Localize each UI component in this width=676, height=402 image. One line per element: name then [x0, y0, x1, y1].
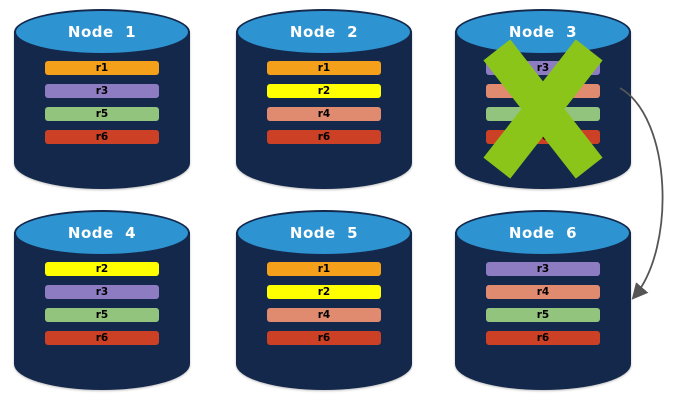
replica-row[interactable]: r5	[45, 107, 159, 121]
replica-row[interactable]: r6	[486, 331, 600, 345]
replica-row[interactable]: r1	[267, 61, 381, 75]
replica-row[interactable]: r6	[267, 331, 381, 345]
cylinder-top-ellipse	[14, 210, 190, 256]
replica-row[interactable]: r4	[267, 308, 381, 322]
replica-row-list: r3 r4 r5 r6	[486, 262, 600, 354]
replica-row[interactable]: r5	[486, 308, 600, 322]
node-cylinder-3[interactable]: Node 3 r3 r4 r5 r6	[455, 9, 631, 189]
replica-row[interactable]: r3	[45, 84, 159, 98]
replica-row[interactable]: r2	[267, 285, 381, 299]
replica-row[interactable]: r6	[486, 130, 600, 144]
cylinder-top-ellipse	[236, 9, 412, 55]
node-label: Node 6	[508, 224, 578, 242]
replica-row[interactable]: r5	[45, 308, 159, 322]
replica-row[interactable]: r2	[267, 84, 381, 98]
cylinder-top-ellipse	[455, 210, 631, 256]
replica-row[interactable]: r5	[486, 107, 600, 121]
cylinder-top-ellipse	[236, 210, 412, 256]
node-cylinder-5[interactable]: Node 5 r1 r2 r4 r6	[236, 210, 412, 390]
replica-row[interactable]: r6	[45, 331, 159, 345]
node-cylinder-1[interactable]: Node 1 r1 r3 r5 r6	[14, 9, 190, 189]
replica-row-list: r1 r2 r4 r6	[267, 61, 381, 153]
replica-row[interactable]: r4	[486, 285, 600, 299]
cylinder-top-ellipse	[14, 9, 190, 55]
replica-row-list: r2 r3 r5 r6	[45, 262, 159, 354]
node-label: Node 2	[289, 23, 359, 41]
replica-row[interactable]: r3	[486, 262, 600, 276]
node-label: Node 1	[67, 23, 137, 41]
replica-row[interactable]: r3	[45, 285, 159, 299]
replica-row[interactable]: r4	[486, 84, 600, 98]
replica-row-list: r1 r2 r4 r6	[267, 262, 381, 354]
node-cylinder-6[interactable]: Node 6 r3 r4 r5 r6	[455, 210, 631, 390]
replica-row-list: r1 r3 r5 r6	[45, 61, 159, 153]
replica-row[interactable]: r4	[267, 107, 381, 121]
node-label: Node 3	[508, 23, 578, 41]
node-label: Node 4	[67, 224, 137, 242]
replica-row[interactable]: r3	[486, 61, 600, 75]
node-label: Node 5	[289, 224, 359, 242]
replica-row[interactable]: r1	[267, 262, 381, 276]
replica-row-list: r3 r4 r5 r6	[486, 61, 600, 153]
replica-row[interactable]: r6	[45, 130, 159, 144]
node-cylinder-4[interactable]: Node 4 r2 r3 r5 r6	[14, 210, 190, 390]
node-cylinder-2[interactable]: Node 2 r1 r2 r4 r6	[236, 9, 412, 189]
replica-row[interactable]: r6	[267, 130, 381, 144]
replica-row[interactable]: r1	[45, 61, 159, 75]
replica-row[interactable]: r2	[45, 262, 159, 276]
